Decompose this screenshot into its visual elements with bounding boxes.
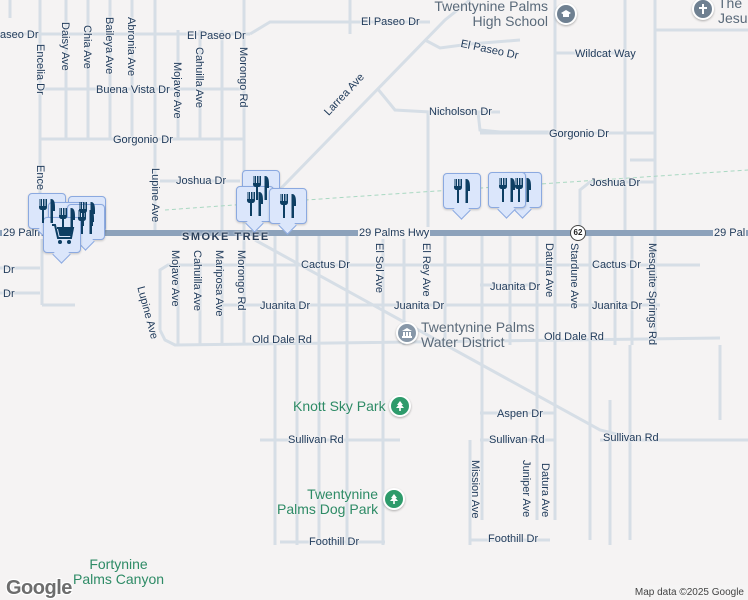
neighborhood-label: SMOKE TREE xyxy=(182,231,270,243)
street-label: Lupine Ave xyxy=(149,168,161,223)
highway-label: 29 Pal xyxy=(713,227,747,239)
street-label: Mission Ave xyxy=(469,460,481,519)
street-label: Juanita Dr xyxy=(260,300,311,312)
street-label: Stardune Ave xyxy=(568,243,580,309)
fork-knife-icon xyxy=(280,194,296,218)
street-label: Foothill Dr xyxy=(309,536,360,548)
street-label: Datura Ave xyxy=(539,463,551,518)
street-label: Daisy Ave xyxy=(59,22,71,71)
poi-fortynine-palms-canyon[interactable]: Fortynine Palms Canyon xyxy=(73,557,164,587)
poi-label-line: The xyxy=(718,0,743,11)
shopping-marker[interactable] xyxy=(43,217,81,253)
church-icon[interactable] xyxy=(692,0,714,20)
street-label: Mesquite Springs Rd xyxy=(646,243,658,346)
poi-label-line: Water District xyxy=(421,334,505,350)
street-label: Juanita Dr xyxy=(394,300,445,312)
poi-label-line: Jesu xyxy=(718,10,748,26)
park-tree-icon[interactable] xyxy=(383,488,405,510)
street-label: El Sol Ave xyxy=(373,243,385,293)
fork-knife-icon xyxy=(515,178,531,202)
street-label: Old Dale Rd xyxy=(544,331,604,343)
minor-roads xyxy=(0,0,748,545)
poi-label-line: Twentynine Palms xyxy=(434,0,548,14)
fork-knife-icon xyxy=(39,199,55,223)
water-district-icon[interactable] xyxy=(396,322,418,344)
restaurant-marker[interactable] xyxy=(269,188,307,224)
street-label: Dr xyxy=(3,264,15,276)
fork-knife-icon xyxy=(78,210,94,234)
street-label: Cahuilla Ave xyxy=(193,47,205,108)
street-label: Cactus Dr xyxy=(301,259,350,271)
google-logo: Google xyxy=(6,577,72,599)
street-label: El Paseo Dr xyxy=(187,30,246,42)
street-label: Mojave Ave xyxy=(171,62,183,119)
street-label: Sullivan Rd xyxy=(288,434,344,446)
street-label: Mariposa Ave xyxy=(213,250,225,317)
street-label: El Rey Ave xyxy=(420,243,432,297)
fork-knife-icon xyxy=(59,208,75,232)
street-label: Gorgonio Dr xyxy=(549,128,609,140)
street-label: Juniper Ave xyxy=(520,460,532,518)
street-label: Joshua Dr xyxy=(176,175,227,187)
street-label: aseo Dr xyxy=(0,29,39,41)
park-tree-icon[interactable] xyxy=(389,395,411,417)
street-label: Dr xyxy=(3,288,15,300)
poi-high-school[interactable]: Twentynine Palms High School xyxy=(434,0,548,29)
trail-path xyxy=(164,169,748,211)
street-label: Juanita Dr xyxy=(490,281,541,293)
highway-label: 29 Palms Hwy xyxy=(358,227,431,239)
street-label: Encelia Dr xyxy=(34,44,46,95)
street-label: Sullivan Rd xyxy=(489,434,545,446)
route-62-shield: 62 xyxy=(570,225,586,241)
poi-label-line: High School xyxy=(472,13,549,29)
fork-knife-icon xyxy=(253,176,269,200)
map-attribution[interactable]: Map data ©2025 Google xyxy=(630,585,748,600)
street-label: Aspen Dr xyxy=(497,408,543,420)
street-label: Buena Vista Dr xyxy=(96,84,170,96)
street-label: Morongo Rd xyxy=(235,250,247,311)
street-label: Baileya Ave xyxy=(103,17,115,75)
street-label: Cactus Dr xyxy=(592,259,641,271)
street-label: Foothill Dr xyxy=(488,533,539,545)
fork-knife-icon xyxy=(454,179,470,203)
street-label: Abronia Ave xyxy=(125,17,137,77)
street-label: Morongo Rd xyxy=(237,47,249,108)
poi-label-line: Palms Canyon xyxy=(73,571,165,587)
street-label: Chia Ave xyxy=(81,25,93,69)
street-label: Gorgonio Dr xyxy=(113,134,173,146)
poi-knott-sky-park[interactable]: Knott Sky Park xyxy=(293,399,386,414)
street-label: Nicholson Dr xyxy=(429,106,492,118)
poi-dog-park[interactable]: Twentynine Palms Dog Park xyxy=(277,487,378,517)
poi-label-line: Palms Dog Park xyxy=(277,501,379,517)
poi-label-line: Twentynine xyxy=(307,486,378,502)
street-label: Datura Ave xyxy=(543,243,555,298)
street-label: El Paseo Dr xyxy=(361,16,420,28)
shopping-cart-icon xyxy=(52,224,75,244)
fork-knife-icon xyxy=(499,178,515,202)
street-label: Juanita Dr xyxy=(592,300,643,312)
poi-church[interactable]: The Jesu xyxy=(718,0,748,26)
poi-label-line: Twentynine Palms xyxy=(421,319,535,335)
street-label: Old Dale Rd xyxy=(252,334,312,346)
poi-label-line: Knott Sky Park xyxy=(293,398,386,414)
poi-label-line: Fortynine xyxy=(89,556,148,572)
street-label: Sullivan Rd xyxy=(603,432,659,444)
street-label: Ence xyxy=(34,165,46,191)
fork-knife-icon xyxy=(247,192,263,216)
street-label: Cahuilla Ave xyxy=(191,250,203,311)
street-label: Wildcat Way xyxy=(575,48,636,60)
restaurant-marker[interactable] xyxy=(443,173,481,209)
poi-water-district[interactable]: Twentynine Palms Water District xyxy=(421,320,535,350)
school-icon[interactable] xyxy=(555,3,577,25)
street-label: Joshua Dr xyxy=(590,177,641,189)
street-label: Mojave Ave xyxy=(169,250,181,307)
